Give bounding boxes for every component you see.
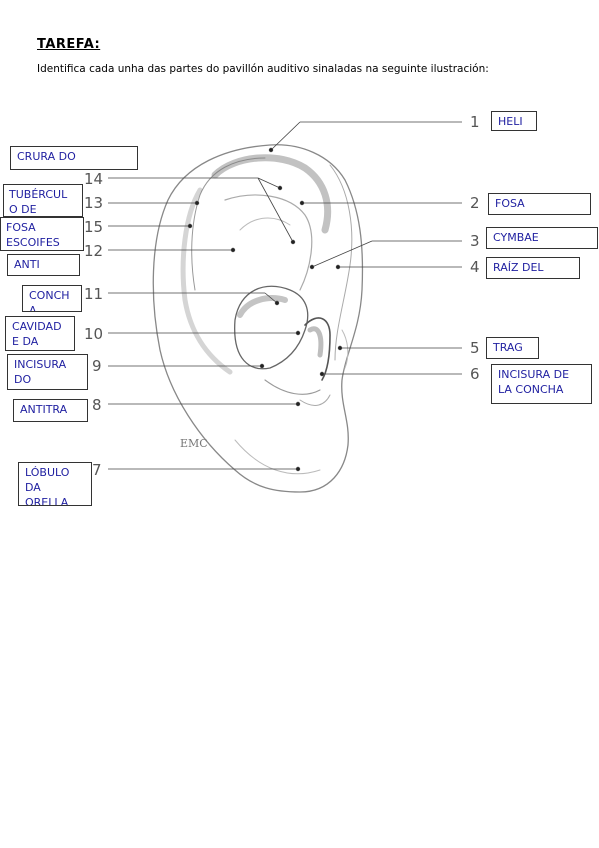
number-6: 6 bbox=[470, 365, 480, 383]
number-7: 7 bbox=[92, 461, 102, 479]
number-9: 9 bbox=[92, 357, 102, 375]
number-13: 13 bbox=[84, 194, 103, 212]
answer-box-4[interactable]: RAÍZ DEL bbox=[486, 257, 580, 279]
answer-box-3[interactable]: CYMBAE bbox=[486, 227, 598, 249]
number-8: 8 bbox=[92, 396, 102, 414]
answer-box-11[interactable]: CONCH A bbox=[22, 285, 82, 312]
answer-box-10[interactable]: CAVIDAD E DA bbox=[5, 316, 75, 351]
answer-box-7[interactable]: LÓBULO DA ORELLA bbox=[18, 462, 92, 506]
task-instruction: Identifica cada unha das partes do pavil… bbox=[37, 63, 489, 75]
task-title: TAREFA: bbox=[37, 37, 101, 52]
artist-signature: EMC bbox=[180, 437, 208, 450]
answer-box-6[interactable]: INCISURA DE LA CONCHA bbox=[491, 364, 592, 404]
number-4: 4 bbox=[470, 258, 480, 276]
answer-box-1[interactable]: HELI bbox=[491, 111, 537, 131]
number-14: 14 bbox=[84, 170, 103, 188]
number-11: 11 bbox=[84, 285, 103, 303]
number-12: 12 bbox=[84, 242, 103, 260]
number-5: 5 bbox=[470, 339, 480, 357]
number-2: 2 bbox=[470, 194, 480, 212]
answer-box-5[interactable]: TRAG bbox=[486, 337, 539, 359]
number-3: 3 bbox=[470, 232, 480, 250]
number-15: 15 bbox=[84, 218, 103, 236]
answer-box-13[interactable]: TUBÉRCUL O DE bbox=[3, 184, 83, 217]
part-numbers: 1 2 3 4 5 6 7 8 9 10 11 12 13 14 15 bbox=[84, 113, 480, 479]
answer-box-12[interactable]: ANTI bbox=[7, 254, 80, 276]
answer-box-14[interactable]: CRURA DO bbox=[10, 146, 138, 170]
number-10: 10 bbox=[84, 325, 103, 343]
answer-box-8[interactable]: ANTITRA bbox=[13, 399, 88, 422]
number-1: 1 bbox=[470, 113, 480, 131]
ear-illustration: 1 2 3 4 5 6 7 8 9 10 11 12 13 14 15 EMC bbox=[84, 113, 480, 493]
answer-box-9[interactable]: INCISURA DO bbox=[7, 354, 88, 390]
pointer-lines bbox=[108, 121, 462, 472]
answer-box-2[interactable]: FOSA bbox=[488, 193, 591, 215]
ear-drawing bbox=[152, 144, 364, 493]
answer-box-15[interactable]: FOSA ESCOIFES bbox=[0, 217, 84, 251]
